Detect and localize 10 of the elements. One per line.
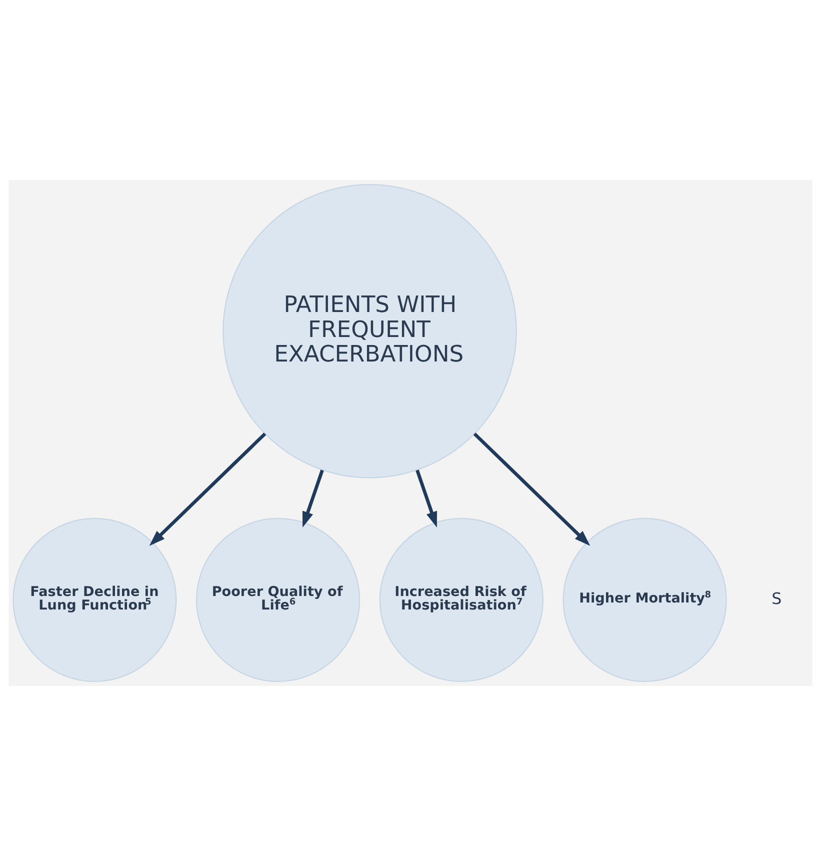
node-circle: Increased Risk of Hospitalisation$^{7}$ [379, 517, 544, 682]
node-circle: Faster Decline in Lung Function$^{5}$ [12, 517, 177, 682]
node-circle: PATIENTS WITH FREQUENT EXACERBATIONS [222, 183, 517, 478]
node-circle: Poorer Quality of Life$^{6}$ [196, 517, 360, 682]
arrow [149, 432, 266, 546]
arrow [416, 469, 438, 528]
arrow [473, 432, 590, 546]
arrow [302, 469, 324, 528]
label: S [772, 588, 782, 608]
node-circle: Higher Mortality$^{8}$ [562, 517, 727, 682]
